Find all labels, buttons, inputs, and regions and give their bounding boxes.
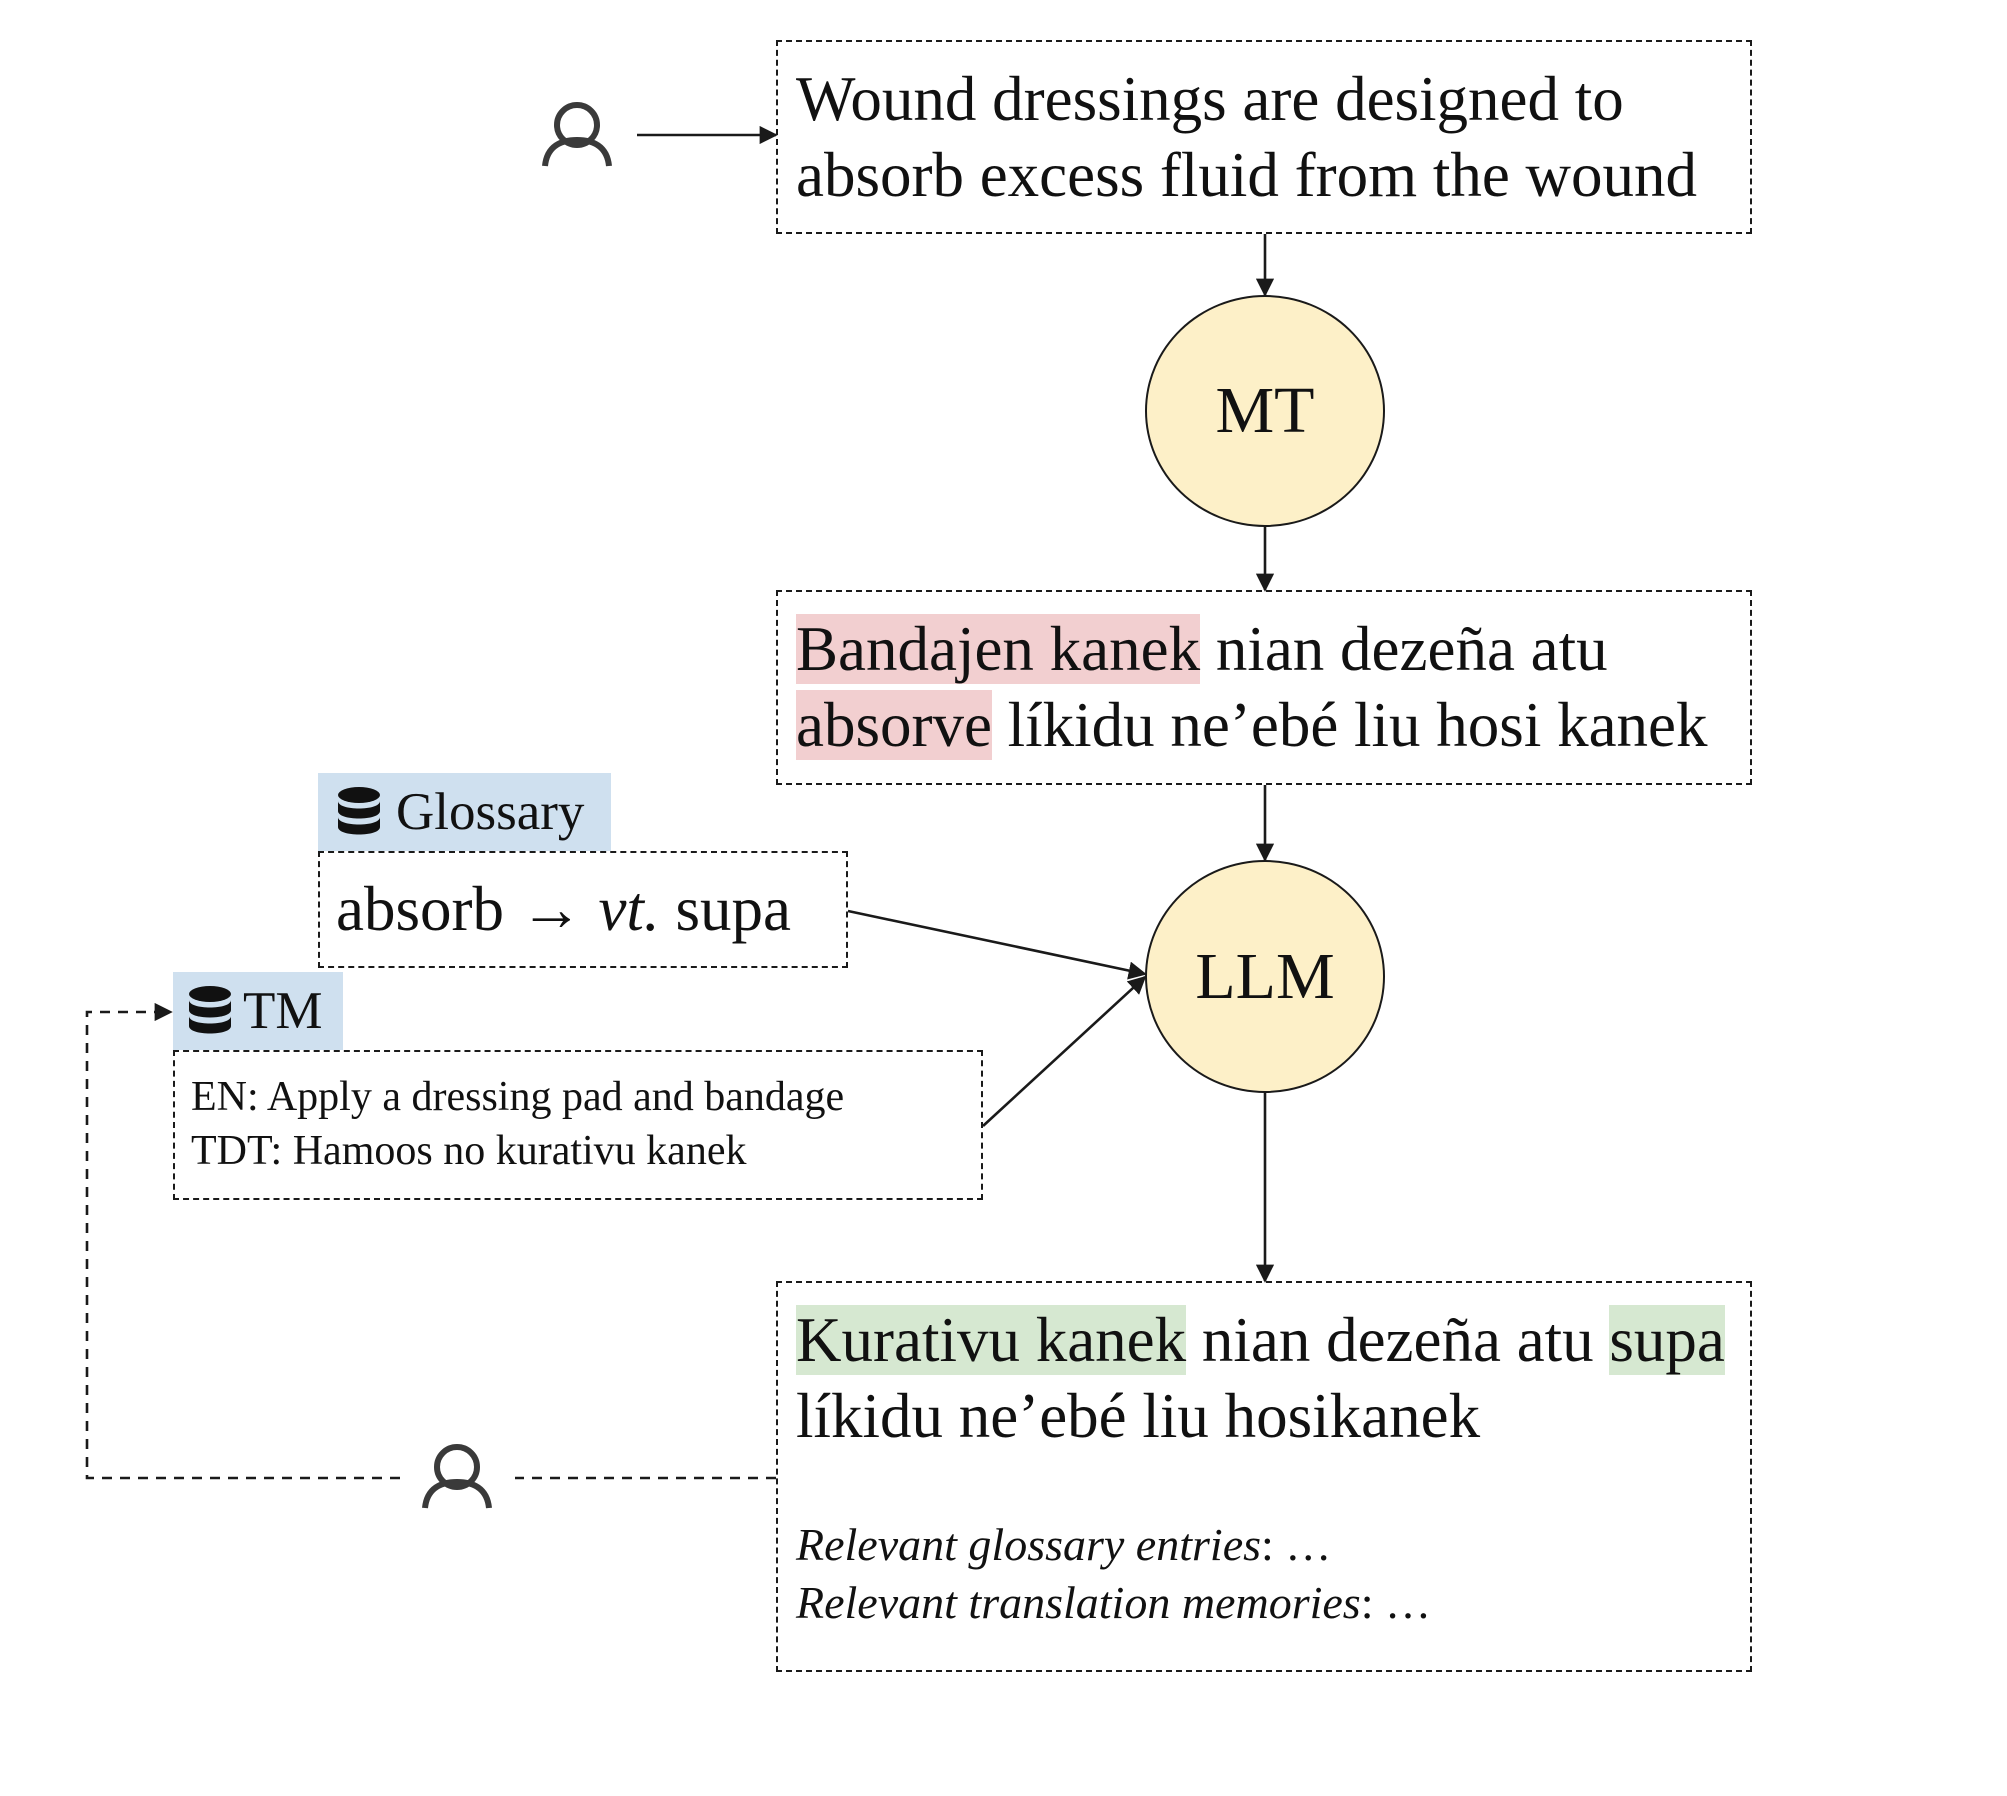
tm-tetun-line: TDT: Hamoos no kurativu kanek — [191, 1128, 747, 1174]
source-line-1: Wound dressings are designed to — [796, 64, 1624, 134]
llm-output-box: Kurativu kanek nian dezeña atu supa líki… — [776, 1281, 1752, 1672]
llm-output-translation: Kurativu kanek nian dezeña atu supa líki… — [796, 1302, 1750, 1454]
tm-english-line: EN: Apply a dressing pad and bandage — [191, 1074, 845, 1120]
glossary-part-of-speech: vt. — [598, 874, 660, 944]
glossary-entries-note: Relevant glossary entries: … — [796, 1516, 1750, 1574]
mt-output-line-2: absorve líkidu ne’ebé liu hosi kanek — [796, 687, 1750, 763]
tm-tag: TM — [173, 972, 343, 1050]
mt-output-text: líkidu ne’ebé liu hosi kanek — [991, 690, 1708, 760]
translation-memories-value: : … — [1360, 1577, 1431, 1628]
llm-output-line-2: líkidu ne’ebé liu hosikanek — [796, 1381, 1481, 1451]
llm-correction-highlight: supa — [1609, 1305, 1725, 1375]
llm-node-label: LLM — [1195, 939, 1335, 1013]
mt-output-line-1: Bandajen kanek nian dezeña atu — [796, 611, 1750, 687]
llm-output-metadata: Relevant glossary entries: … Relevant tr… — [796, 1516, 1750, 1632]
reviewer-to-tm-feedback-arrow — [85, 1002, 400, 1480]
glossary-tag-label: Glossary — [396, 783, 585, 841]
mt-output-box: Bandajen kanek nian dezeña atu absorve l… — [776, 590, 1752, 785]
llm-output-line-1: Kurativu kanek nian dezeña atu supa — [796, 1302, 1750, 1378]
user-icon — [542, 102, 612, 167]
mt-output-text: nian dezeña atu — [1200, 614, 1608, 684]
mt-node: MT — [1145, 295, 1385, 527]
database-icon — [338, 787, 380, 835]
llm-output-text: nian dezeña atu — [1186, 1305, 1610, 1375]
source-sentence-box: Wound dressings are designed to absorb e… — [776, 40, 1752, 234]
mt-node-label: MT — [1215, 374, 1315, 447]
glossary-entries-value: : … — [1261, 1519, 1332, 1570]
user-icon — [422, 1444, 492, 1509]
translation-memories-note: Relevant translation memories: … — [796, 1574, 1750, 1632]
glossary-tag: Glossary — [318, 773, 611, 851]
tm-entry-box: EN: Apply a dressing pad and bandage TDT… — [173, 1050, 983, 1200]
tm-tag-label: TM — [243, 982, 323, 1040]
llm-node: LLM — [1145, 860, 1385, 1093]
llm-correction-highlight: Kurativu kanek — [796, 1305, 1187, 1375]
glossary-to-llm-arrow — [847, 909, 1147, 980]
mt-error-highlight: Bandajen kanek — [796, 614, 1201, 684]
glossary-source-term: absorb → — [336, 874, 599, 944]
database-icon — [189, 986, 231, 1034]
source-line-2: absorb excess fluid from the wound — [796, 140, 1698, 210]
tm-to-llm-arrow — [982, 975, 1147, 1127]
glossary-target-term: supa — [659, 874, 791, 944]
mt-error-highlight: absorve — [796, 690, 992, 760]
glossary-entries-label: Relevant glossary entries — [796, 1519, 1262, 1570]
glossary-entry-box: absorb → vt. supa — [318, 851, 848, 968]
translation-memories-label: Relevant translation memories — [796, 1577, 1361, 1628]
